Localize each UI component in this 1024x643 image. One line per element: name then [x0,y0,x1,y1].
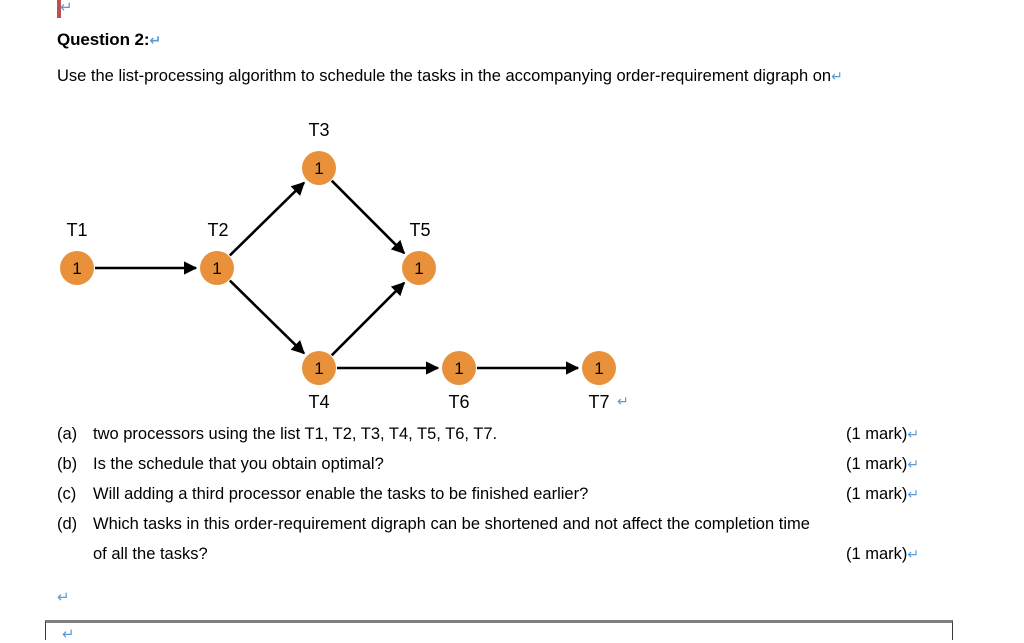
mark-text: (1 mark) [846,455,908,473]
paragraph-mark-icon: ↵ [907,457,920,473]
node-name-label: T2 [207,220,228,240]
node-circle [302,351,336,385]
node-circle [200,251,234,285]
digraph-node-t1: 1 T1 [60,220,94,285]
mark-value: (1 mark)↵ [846,449,919,479]
node-name-label: T4 [308,392,329,412]
list-item-marker: (d) [57,515,78,533]
question-body: Use the list-processing algorithm to sch… [57,63,957,89]
node-name-label: T7 [588,392,609,412]
list-item: (c) Will adding a third processor enable … [57,479,957,509]
node-name-label: T5 [409,220,430,240]
list-item-text: Will adding a third processor enable the… [93,485,589,503]
node-circle [60,251,94,285]
marks-column: (1 mark)↵(1 mark)↵(1 mark)↵ (1 mark)↵ [846,419,919,569]
paragraph-mark-icon: ↵ [907,487,920,503]
paragraph-mark-icon: ↵ [617,394,629,410]
paragraph-mark-icon: ↵ [907,427,920,443]
list-item: (d) Which tasks in this order-requirement… [57,509,957,569]
node-weight-label: 1 [314,359,323,378]
edge-layer [95,179,580,375]
revision-bar [57,0,61,18]
list-item: (b) Is the schedule that you obtain optim… [57,449,957,479]
edge-t4-to-t5 [330,281,406,357]
paragraph-mark-icon: ↵ [149,33,162,49]
node-weight-label: 1 [212,259,221,278]
list-item-text: Which tasks in this order-requirement di… [93,515,810,563]
node-weight-label: 1 [414,259,423,278]
list-item: (a) two processors using the list T1, T2,… [57,419,957,449]
page-title: Question 2:↵ [57,30,161,50]
edge-t3-to-t5 [330,179,406,255]
question-parts-list: (a) two processors using the list T1, T2,… [57,419,957,569]
paragraph-mark-icon: ↵ [907,547,920,563]
mark-text: (1 mark) [846,425,908,443]
edge-t2-to-t4 [228,279,305,355]
node-name-label: T6 [448,392,469,412]
list-item-marker: (b) [57,455,78,473]
node-weight-label: 1 [594,359,603,378]
paragraph-mark-icon: ↵ [60,0,73,16]
question-body-text: Use the list-processing algorithm to sch… [57,67,832,85]
mark-value: (1 mark)↵ [846,419,919,449]
digraph-node-t4: 1T4 [302,351,336,412]
paragraph-mark-icon: ↵ [62,625,75,643]
digraph-node-t2: 1 T2 [200,220,234,285]
digraph-node-t6: 1T6 [442,351,476,412]
node-name-label: T1 [66,220,87,240]
digraph-node-t7: 1T7 [582,351,616,412]
list-item-text: Is the schedule that you obtain optimal? [93,455,384,473]
list-item-text: two processors using the list T1, T2, T3… [93,425,498,443]
node-circle [582,351,616,385]
bottom-content-box: ↵ [45,620,953,643]
node-name-label: T3 [308,120,329,140]
mark-value: (1 mark)↵ [846,479,919,509]
edge-t2-to-t3 [228,181,305,257]
mark-value: (1 mark)↵ [846,539,919,569]
node-circle [442,351,476,385]
paragraph-mark-icon: ↵ [831,69,843,85]
node-weight-label: 1 [454,359,463,378]
node-circle [302,151,336,185]
list-item-marker: (c) [57,485,77,503]
paragraph-mark-icon: ↵ [57,588,70,606]
node-circle [402,251,436,285]
question-title-text: Question 2: [57,30,150,49]
node-weight-label: 1 [314,159,323,178]
list-item-marker: (a) [57,425,78,443]
node-weight-label: 1 [72,259,81,278]
mark-text: (1 mark) [846,545,908,563]
digraph-node-t3: 1 T3 [302,120,336,185]
digraph-node-t5: 1 T5 [402,220,436,285]
mark-text: (1 mark) [846,485,908,503]
